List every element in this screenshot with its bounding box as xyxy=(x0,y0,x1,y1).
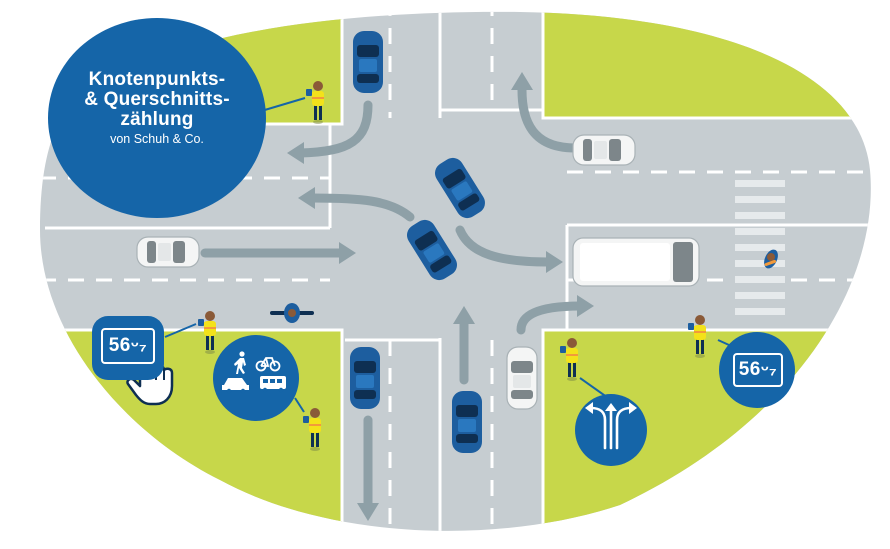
title-line-2: & Querschnitts- xyxy=(84,89,230,110)
white-van xyxy=(572,237,700,287)
flow-arrow-heads xyxy=(287,72,594,521)
counter-display-left: 56ᵕ₇ xyxy=(101,328,155,364)
pedestrian xyxy=(764,249,778,269)
counter-display-right: 56ᵕ₇ xyxy=(733,353,783,387)
car-icon xyxy=(222,378,249,394)
vehicles xyxy=(136,31,778,453)
pedestrian-icon xyxy=(234,351,246,374)
title-subtitle: von Schuh & Co. xyxy=(110,132,204,146)
vehicle-category-bubble xyxy=(213,335,299,421)
flow-arrows xyxy=(200,85,585,510)
turn-arrows-icon xyxy=(589,406,633,450)
turn-movement-bubble xyxy=(575,394,647,466)
cyclist xyxy=(270,303,314,323)
title-line-3: zählung xyxy=(120,109,194,130)
title-bubble: Knotenpunkts- & Querschnitts- zählung vo… xyxy=(48,18,266,218)
counter-device-left: 56ᵕ₇ xyxy=(92,316,164,380)
bus-icon xyxy=(260,376,286,393)
title-line-1: Knotenpunkts- xyxy=(88,69,226,90)
bicycle-icon xyxy=(255,357,281,372)
